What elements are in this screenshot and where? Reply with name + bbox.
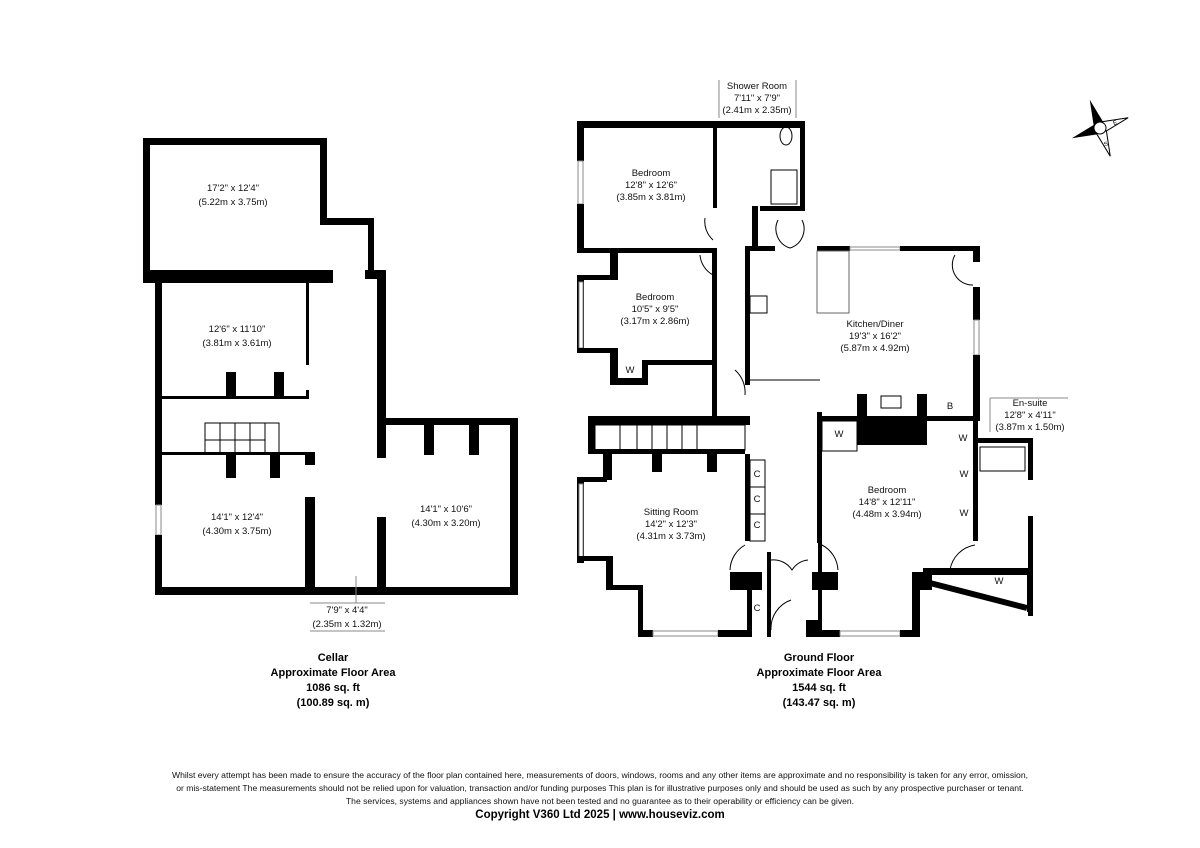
room-dims: 17'2" x 12'4" (207, 183, 259, 194)
floor-area-sqm: (100.89 sq. m) (297, 697, 370, 709)
svg-text:W: W (959, 433, 968, 444)
room-dims: 14'8" x 12'11" (859, 497, 916, 508)
disclaimer-line: The services, systems and appliances sho… (345, 796, 855, 806)
room-dims: 7'9" x 4'4" (326, 605, 368, 616)
floor-area-sqm: (143.47 sq. m) (783, 697, 856, 709)
room-dims-metric: (3.87m x 1.50m) (995, 422, 1064, 433)
disclaimer-line: or mis-statement The measurements should… (176, 783, 1024, 793)
compass-rose-icon: N S E W (1071, 99, 1129, 157)
cellar-plan: 17'2" x 12'4" (5.22m x 3.75m) 12'6" x 11… (143, 138, 518, 709)
room-dims: 10'5" x 9'5" (632, 304, 679, 315)
floor-area-sqft: 1544 sq. ft (792, 682, 846, 694)
floor-title: Ground Floor (784, 652, 855, 664)
room-dims: 14'2" x 12'3" (645, 519, 697, 530)
copyright: Copyright V360 Ltd 2025 | www.houseviz.c… (475, 809, 725, 821)
svg-text:W: W (960, 508, 969, 519)
ground-floor-plan: W C C C C W W W W W B Shower Room 7'11" … (577, 80, 1068, 709)
room-name: Kitchen/Diner (846, 319, 903, 330)
room-dims-metric: (4.30m x 3.20m) (411, 518, 480, 529)
room-dims-metric: (4.30m x 3.75m) (202, 526, 271, 537)
room-name: En-suite (1013, 398, 1048, 409)
svg-text:W: W (960, 469, 969, 480)
svg-text:B: B (947, 401, 953, 412)
svg-text:C: C (754, 494, 761, 505)
disclaimer-line: Whilst every attempt has been made to en… (172, 770, 1028, 780)
room-dims-metric: (3.17m x 2.86m) (620, 316, 689, 327)
svg-text:C: C (754, 520, 761, 531)
room-dims-metric: (3.85m x 3.81m) (616, 192, 685, 203)
room-dims-metric: (2.35m x 1.32m) (312, 619, 381, 630)
room-dims-metric: (5.22m x 3.75m) (198, 197, 267, 208)
room-dims: 12'8" x 4'11" (1004, 410, 1055, 421)
room-dims: 14'1" x 12'4" (211, 512, 263, 523)
room-name: Bedroom (868, 485, 907, 496)
svg-text:S: S (1103, 141, 1109, 148)
svg-text:W: W (626, 365, 635, 376)
room-dims-metric: (5.87m x 4.92m) (840, 343, 909, 354)
svg-text:C: C (754, 603, 761, 614)
floor-area-sqft: 1086 sq. ft (306, 682, 360, 694)
room-name: Shower Room (727, 81, 787, 92)
svg-text:C: C (754, 469, 761, 480)
room-dims: 14'1" x 10'6" (420, 504, 472, 515)
room-dims: 19'3" x 16'2" (849, 331, 901, 342)
svg-text:W: W (995, 576, 1004, 587)
room-dims: 12'6" x 11'10" (209, 324, 266, 335)
room-dims-metric: (4.31m x 3.73m) (636, 531, 705, 542)
room-dims: 12'8" x 12'6" (625, 180, 677, 191)
svg-text:N: N (1092, 110, 1098, 117)
svg-text:W: W (1082, 131, 1090, 139)
room-name: Bedroom (636, 292, 675, 303)
svg-text:W: W (835, 429, 844, 440)
room-name: Bedroom (632, 168, 671, 179)
room-dims-metric: (2.41m x 2.35m) (722, 105, 791, 116)
svg-text:E: E (1112, 120, 1118, 127)
floor-area-label: Approximate Floor Area (271, 667, 397, 679)
room-dims: 7'11" x 7'9" (734, 93, 780, 104)
room-dims-metric: (3.81m x 3.61m) (202, 338, 271, 349)
floor-title: Cellar (318, 652, 349, 664)
storage-labels: W C C C C W W W W W B (626, 365, 1004, 614)
floor-area-label: Approximate Floor Area (757, 667, 883, 679)
room-dims-metric: (4.48m x 3.94m) (852, 509, 921, 520)
room-name: Sitting Room (644, 507, 698, 518)
